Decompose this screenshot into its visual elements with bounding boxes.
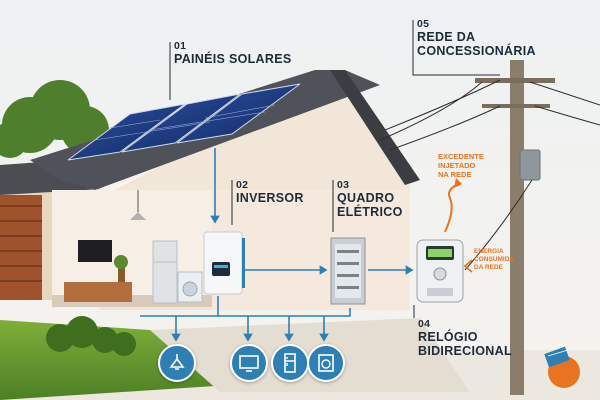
label-bidirectional-meter: 04 RELÓGIO BIDIRECIONAL (418, 318, 512, 358)
lamp-icon (158, 344, 196, 382)
wood-siding (0, 195, 42, 300)
tv-icon (230, 344, 268, 382)
label-text: REDE DA (417, 30, 476, 44)
inverter (203, 231, 245, 295)
tree (0, 80, 109, 158)
excess-injected-note: EXCEDENTE INJETADO NA REDE (438, 152, 484, 179)
label-number: 04 (418, 318, 431, 330)
fridge (152, 240, 178, 304)
solar-panels (67, 83, 301, 161)
electrical-panel (330, 237, 366, 305)
washer-icon (307, 344, 345, 382)
tv (78, 240, 112, 262)
label-text: RELÓGIO (418, 330, 478, 344)
note-line: CONSUMIDA (474, 256, 515, 263)
label-number: 05 (417, 18, 430, 30)
note-line: INJETADO (438, 161, 476, 170)
bidirectional-meter (416, 239, 464, 303)
energy-flow (140, 148, 414, 342)
label-electrical-panel: 03 QUADRO ELÉTRICO (337, 179, 403, 219)
utility-pole (379, 60, 600, 395)
label-inverter: 02 INVERSOR (236, 179, 304, 205)
bushes (46, 316, 136, 356)
note-line: NA REDE (438, 170, 472, 179)
fridge-icon (271, 344, 309, 382)
note-line: EXCEDENTE (438, 152, 484, 161)
brand-logo (544, 346, 580, 388)
label-text: ELÉTRICO (337, 205, 403, 219)
import-arrow (463, 259, 473, 273)
label-text: QUADRO (337, 191, 395, 205)
cabinet (64, 282, 132, 302)
leader-lines (169, 20, 500, 318)
note-line: DA REDE (474, 264, 504, 271)
note-line: ENERGIA (474, 248, 504, 255)
washer (177, 271, 203, 303)
label-number: 01 (174, 40, 187, 52)
label-utility-grid: 05 REDE DA CONCESSIONÁRIA (417, 18, 536, 58)
export-arrow (444, 183, 459, 233)
label-number: 03 (337, 179, 350, 191)
label-text: PAINÉIS SOLARES (174, 52, 292, 66)
label-text: BIDIRECIONAL (418, 344, 512, 358)
label-text: INVERSOR (236, 191, 304, 205)
grid-consumed-note: ENERGIA CONSUMIDA DA REDE (474, 248, 514, 272)
label-solar-panels: 01 PAINÉIS SOLARES (174, 40, 291, 66)
label-number: 02 (236, 179, 249, 191)
label-text: CONCESSIONÁRIA (417, 44, 536, 58)
